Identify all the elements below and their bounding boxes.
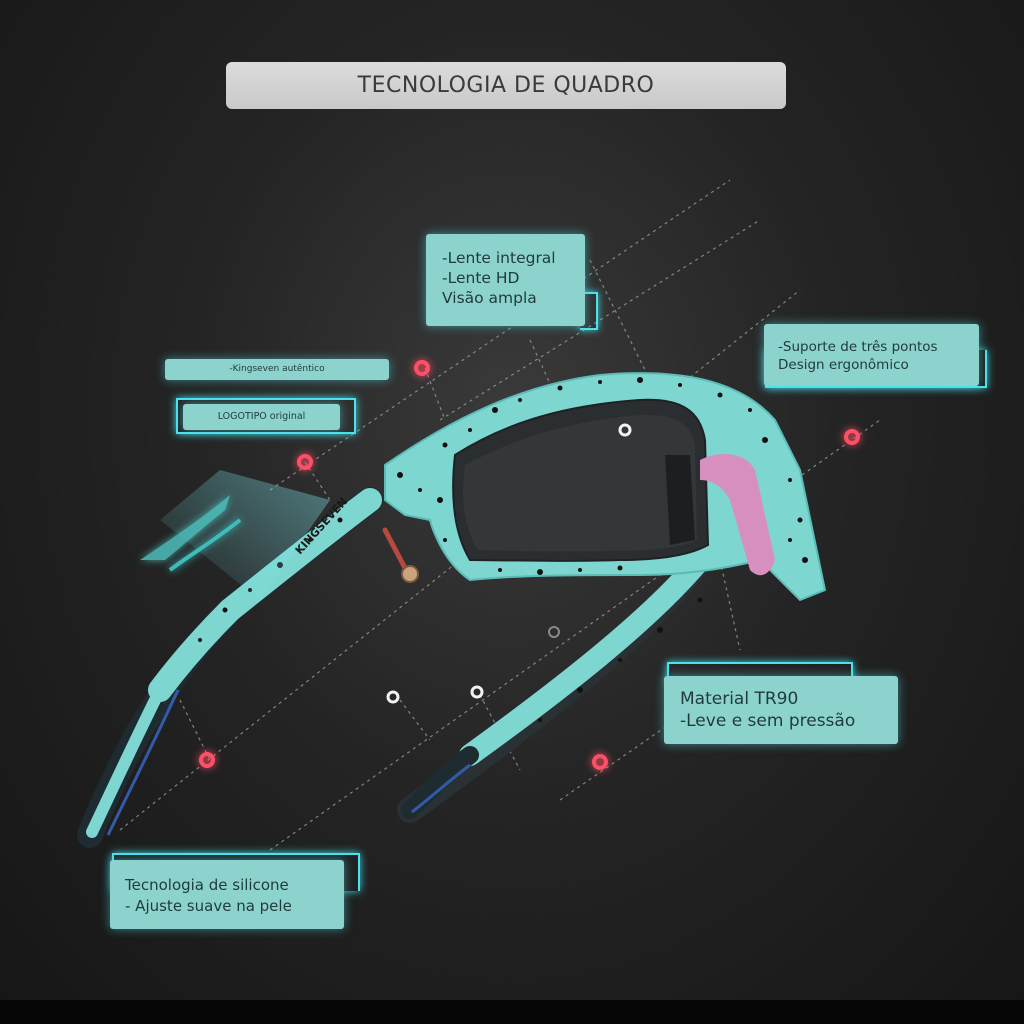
callout-brand-authentic: -Kingseven autêntico — [165, 359, 389, 380]
callout-lens: -Lente integral -Lente HD Visão ampla — [426, 234, 585, 326]
callout-lens-line-1: -Lente integral — [442, 249, 556, 267]
front-frame — [384, 372, 827, 722]
glow-bracket — [176, 398, 356, 434]
callout-lens-line-2: -Lente HD — [442, 269, 520, 287]
white-marker-icon — [386, 423, 632, 704]
callout-lens-line-3: Visão ampla — [442, 289, 537, 307]
callout-material: Material TR90 -Leve e sem pressão — [664, 676, 898, 744]
temple-arm-right — [397, 547, 713, 823]
page-title: TECNOLOGIA DE QUADRO — [226, 62, 786, 109]
callout-silicone-line-2: - Ajuste suave na pele — [125, 897, 292, 915]
callout-support-line-2: Design ergonômico — [778, 357, 909, 373]
callout-material-line-1: Material TR90 — [680, 689, 799, 709]
logo-projection — [140, 470, 330, 600]
red-marker-icon — [199, 360, 860, 770]
callout-support-line-1: -Suporte de três pontos — [778, 339, 938, 355]
glow-bracket — [580, 292, 598, 330]
glow-bracket — [667, 662, 853, 684]
callout-silicone: Tecnologia de silicone - Ajuste suave na… — [110, 860, 344, 929]
callout-material-line-2: -Leve e sem pressão — [680, 711, 856, 731]
callout-brand-logo: LOGOTIPO original — [183, 404, 340, 430]
screw-icon — [382, 527, 419, 583]
bottom-bar — [0, 1000, 1024, 1024]
temple-arm-left: KINGSEVEN — [77, 487, 383, 848]
callout-silicone-line-1: Tecnologia de silicone — [125, 876, 289, 894]
callout-support: -Suporte de três pontos Design ergonômic… — [764, 324, 979, 386]
